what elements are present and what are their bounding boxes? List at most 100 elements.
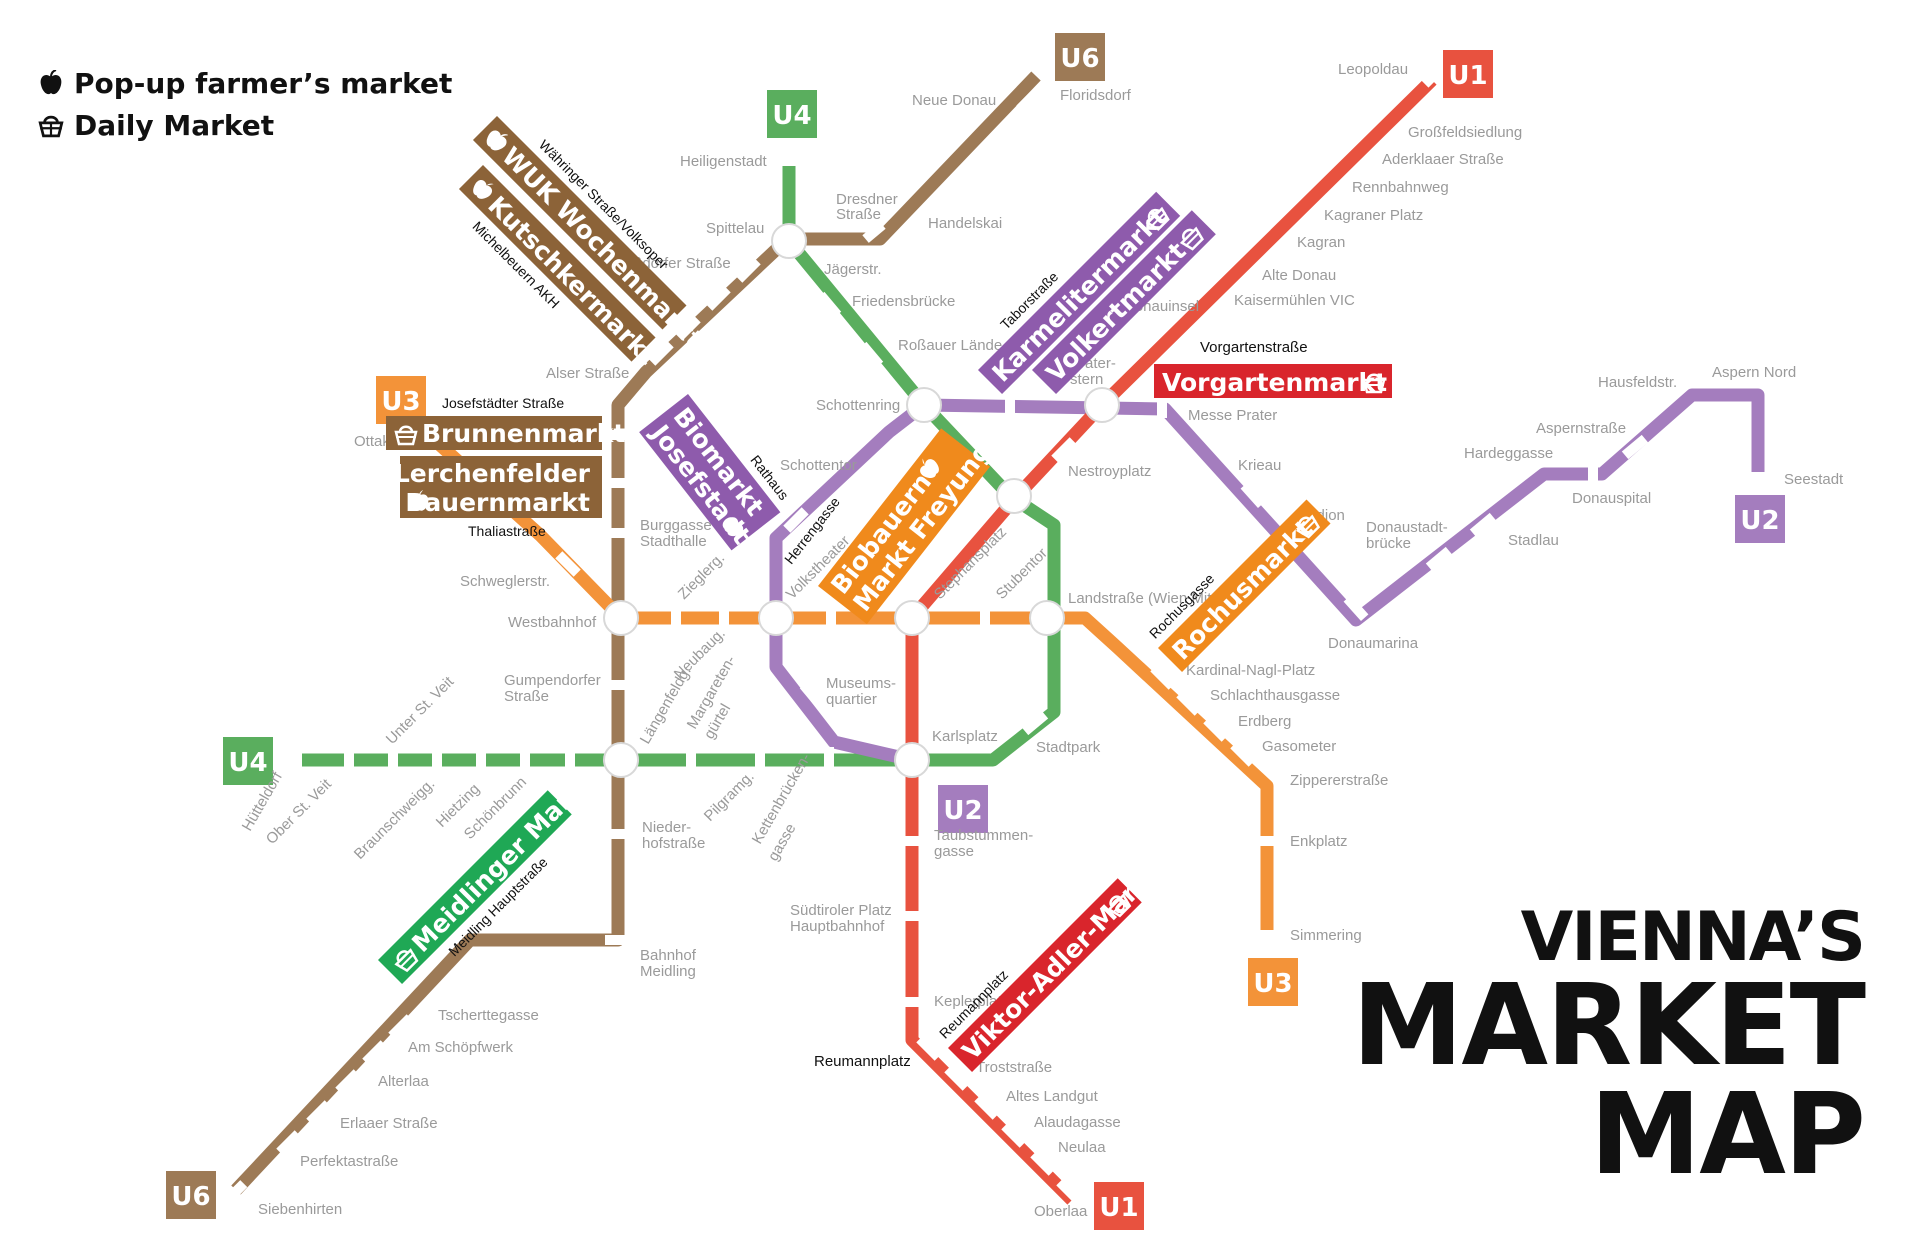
station-altes-landgut: Altes Landgut (1006, 1088, 1099, 1105)
station-aderklaaer: Aderklaaer Straße (1382, 151, 1504, 168)
station-stadtpark: Stadtpark (1036, 739, 1101, 756)
station-reumannplatz: Reumannplatz (814, 1053, 911, 1070)
badge-u2-bottom: U2 (943, 796, 982, 826)
apple-icon (486, 130, 508, 151)
station-am-schoepfwerk: Am Schöpfwerk (408, 1039, 514, 1056)
station-alte-donau: Alte Donau (1262, 267, 1336, 284)
station-gasometer: Gasometer (1262, 738, 1336, 755)
title-line-3: MAP (1589, 1070, 1866, 1201)
market-vorgarten: Vorgartenmarkt (1162, 368, 1387, 397)
station-aspern-nord: Aspern Nord (1712, 364, 1796, 381)
station-niederhofstrasse-1: Nieder- (642, 819, 691, 836)
station-landstrasse: Landstraße (Wien Mitte) (1068, 590, 1229, 607)
market-lerchenfelder-station: Thaliastraße (468, 523, 546, 539)
station-schlachthausgasse: Schlachthausgasse (1210, 687, 1340, 704)
legend-label-daily: Daily Market (74, 108, 275, 142)
station-donauspital: Donauspital (1572, 490, 1651, 507)
station-praterstern-2: stern (1070, 371, 1103, 388)
station-siebenhirten: Siebenhirten (258, 1201, 342, 1218)
station-gumpendorfer-1: Gumpendorfer (504, 672, 601, 689)
station-spittelau: Spittelau (706, 220, 764, 237)
apple-icon (920, 458, 939, 478)
station-museumsquartier-2: quartier (826, 691, 877, 708)
station-karlsplatz: Karlsplatz (932, 728, 998, 745)
apple-icon (40, 70, 62, 95)
interchange-laengenfeld (603, 742, 639, 778)
station-kagraner-platz: Kagraner Platz (1324, 207, 1423, 224)
interchange-volkstheater (758, 600, 794, 636)
interchange-karlsplatz (894, 742, 930, 778)
station-floridsdorf: Floridsdorf (1060, 87, 1132, 104)
station-pilgramg: Pilgramg. (701, 768, 758, 825)
market-brunnen-station: Josefstädter Straße (442, 395, 564, 411)
station-nestroyplatz: Nestroyplatz (1068, 463, 1151, 480)
apple-icon (409, 490, 429, 511)
station-stubentor: Stubentor (993, 545, 1051, 603)
line-u1 (905, 75, 1437, 1205)
basket-icon (1295, 514, 1321, 539)
station-krieau: Krieau (1238, 457, 1281, 474)
badge-u4-top: U4 (772, 101, 811, 131)
station-kagran: Kagran (1297, 234, 1345, 251)
apple-icon (473, 180, 494, 199)
station-taubstummengasse-2: gasse (934, 843, 974, 860)
line-u4 (292, 160, 1061, 767)
apple-icon (724, 517, 746, 537)
station-kaisermuehlen: Kaisermühlen VIC (1234, 292, 1355, 309)
station-alterlaa: Alterlaa (378, 1073, 430, 1090)
station-donaustadtbruecke-2: brücke (1366, 535, 1411, 552)
station-burggasse-2: Stadthalle (640, 533, 707, 550)
market-viktor-adler: Viktor-Adler-Markt (956, 858, 1163, 1065)
station-suedtiroler-2: Hauptbahnhof (790, 918, 885, 935)
station-leopoldau: Leopoldau (1338, 61, 1408, 78)
station-handelskai: Handelskai (928, 215, 1002, 232)
station-dresdner-1: Dresdner (836, 191, 898, 208)
station-alser-strasse: Alser Straße (546, 365, 629, 382)
station-unter-st-veit: Unter St. Veit (383, 673, 458, 748)
interchange-spittelau (771, 223, 807, 259)
basket-icon (1107, 893, 1132, 918)
interchange-landstrasse (1029, 600, 1065, 636)
interchange-praterstern (1084, 387, 1120, 423)
badge-u2-right: U2 (1740, 506, 1779, 536)
interchange-westbahnhof (603, 600, 639, 636)
station-neue-donau: Neue Donau (912, 92, 996, 109)
legend-label-popup: Pop-up farmer’s market (74, 66, 453, 100)
station-messe-prater: Messe Prater (1188, 407, 1277, 424)
station-grossfeldsiedlung: Großfeldsiedlung (1408, 124, 1522, 141)
basket-icon (1145, 206, 1170, 231)
station-museumsquartier-1: Museums- (826, 675, 896, 692)
station-jaegerstr: Jägerstr. (824, 261, 882, 278)
basket-icon (394, 425, 418, 446)
station-schottenring: Schottenring (816, 397, 900, 414)
station-seestadt: Seestadt (1784, 471, 1844, 488)
market-brunnen: Brunnenmarkt (422, 419, 625, 448)
station-zieglerg: Zieglerg. (675, 550, 728, 603)
station-meidling-2: Meidling (640, 963, 696, 980)
station-stadlau: Stadlau (1508, 532, 1559, 549)
station-hausfeldstr: Hausfeldstr. (1598, 374, 1677, 391)
station-schottentor: Schottentor (780, 457, 857, 474)
badge-u6-bottom: U6 (171, 1182, 210, 1212)
page-title: VIENNA’S MARKET MAP (1352, 904, 1866, 1201)
station-westbahnhof: Westbahnhof (508, 614, 597, 631)
station-gumpendorfer-2: Straße (504, 688, 549, 705)
interchange-stephansplatz (894, 600, 930, 636)
station-burggasse-1: Burggasse (640, 517, 712, 534)
station-perfektastrasse: Perfektastraße (300, 1153, 398, 1170)
station-meidling-1: Bahnhof (640, 947, 697, 964)
basket-icon (1179, 226, 1204, 251)
station-suedtiroler-1: Südtiroler Platz (790, 902, 892, 919)
station-vorgartenstrasse: Vorgartenstraße (1200, 339, 1308, 356)
station-erlaaer-strasse: Erlaaer Straße (340, 1115, 438, 1132)
legend-item-popup: Pop-up farmer’s market (38, 62, 452, 104)
interchange-schwedenplatz (996, 478, 1032, 514)
badge-u4-left: U4 (228, 748, 267, 778)
badge-u3-left: U3 (381, 387, 420, 417)
badge-u6-top: U6 (1060, 44, 1099, 74)
station-rossauer: Roßauer Lände (898, 337, 1002, 354)
station-niederhofstrasse-2: hofstraße (642, 835, 705, 852)
line-u3 (392, 386, 1274, 938)
market-lerchenfelder-2: Bauernmarkt (405, 488, 590, 517)
station-aspernstrasse: Aspernstraße (1536, 420, 1626, 437)
